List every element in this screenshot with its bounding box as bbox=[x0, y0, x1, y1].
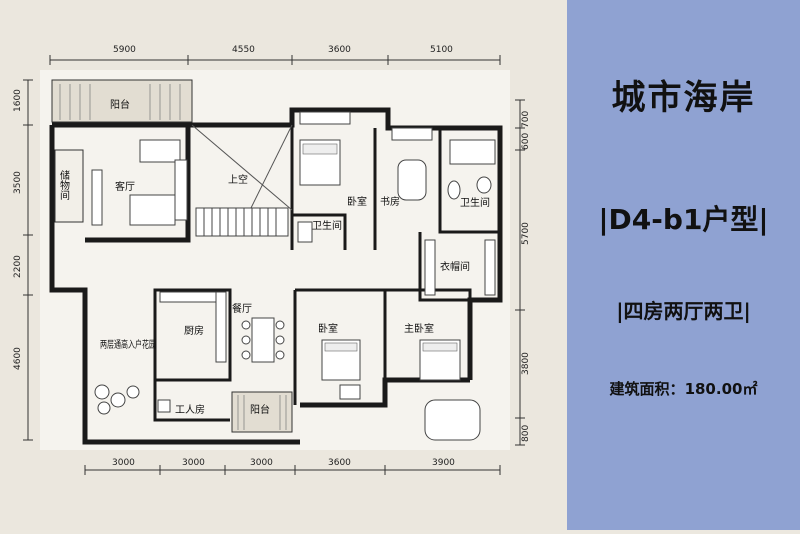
maid-room: 工人房 bbox=[157, 399, 205, 416]
wardrobe-room: 衣帽间 bbox=[424, 239, 496, 296]
bedroom-top: 卧室 bbox=[299, 111, 367, 208]
bath-top: 卫生间 bbox=[297, 219, 342, 243]
floor-plan: 5900 4550 3600 5100 3000 3000 3000 3600 … bbox=[13, 45, 531, 475]
dim-top-1: 5900 bbox=[113, 45, 136, 55]
dim-bottom-5: 3900 bbox=[432, 458, 455, 468]
storage-room: 储物间 bbox=[54, 149, 84, 223]
dimension-right: 700 600 5700 3800 800 bbox=[515, 99, 531, 446]
dim-right-5: 800 bbox=[521, 425, 531, 442]
dim-bottom-3: 3000 bbox=[250, 458, 273, 468]
room-label-dining: 餐厅 bbox=[232, 302, 252, 315]
balcony-bottom: 阳台 bbox=[231, 391, 293, 433]
entry-garden: 两层通高入户花园 bbox=[94, 338, 156, 415]
dim-right-4: 3800 bbox=[521, 352, 531, 375]
area-value: 180.00㎡ bbox=[684, 380, 758, 398]
info-panel: 城市海岸 |D4-b1户型| |四房两厅两卫| 建筑面积：180.00㎡ bbox=[567, 0, 800, 530]
dim-right-3: 5700 bbox=[521, 222, 531, 245]
room-label-bath-top: 卫生间 bbox=[312, 219, 342, 232]
unit-type: |D4-b1户型| bbox=[598, 203, 769, 236]
dim-top-4: 5100 bbox=[430, 45, 453, 55]
floor-area: 建筑面积：180.00㎡ bbox=[567, 378, 800, 399]
area-label: 建筑面积： bbox=[609, 380, 685, 398]
room-label-bedroom-top: 卧室 bbox=[347, 195, 367, 208]
dimension-left: 1600 3500 2200 4600 bbox=[13, 79, 33, 441]
room-label-void: 上空 bbox=[228, 173, 248, 186]
room-label-balcony-bottom: 阳台 bbox=[250, 403, 270, 416]
room-label-maid: 工人房 bbox=[175, 403, 205, 416]
room-label-kitchen: 厨房 bbox=[184, 324, 204, 337]
room-label-bath-right: 卫生间 bbox=[460, 196, 490, 209]
room-label-living: 客厅 bbox=[115, 180, 135, 193]
dim-left-4: 4600 bbox=[13, 347, 23, 370]
dining: 餐厅 bbox=[232, 302, 285, 363]
dim-top-3: 3600 bbox=[328, 45, 351, 55]
living-room: 客厅 bbox=[91, 139, 188, 226]
void-area: 上空 bbox=[191, 124, 293, 237]
dimension-bottom: 3000 3000 3000 3600 3900 bbox=[84, 458, 501, 475]
dim-right-2: 600 bbox=[521, 133, 531, 150]
room-label-balcony-top: 阳台 bbox=[110, 98, 130, 111]
floor-plan-drawing: 5900 4550 3600 5100 3000 3000 3000 3600 … bbox=[13, 45, 531, 475]
dim-left-1: 1600 bbox=[13, 89, 23, 112]
dim-top-2: 4550 bbox=[232, 45, 255, 55]
master-bedroom: 主卧室 bbox=[404, 322, 481, 441]
project-name: 城市海岸 bbox=[611, 78, 756, 118]
room-label-study: 书房 bbox=[380, 195, 400, 208]
bedroom-mid: 卧室 bbox=[318, 322, 361, 400]
bath-right: 卫生间 bbox=[447, 139, 496, 209]
kitchen: 厨房 bbox=[159, 291, 227, 363]
study: 书房 bbox=[380, 127, 433, 208]
room-label-master-bedroom: 主卧室 bbox=[404, 322, 434, 335]
dim-bottom-2: 3000 bbox=[182, 458, 205, 468]
interior-walls bbox=[153, 125, 500, 422]
room-label-garden: 两层通高入户花园 bbox=[100, 338, 156, 351]
dim-left-3: 2200 bbox=[13, 255, 23, 278]
layout-summary: |四房两厅两卫| bbox=[616, 299, 751, 323]
dim-bottom-4: 3600 bbox=[328, 458, 351, 468]
room-label-bedroom-mid: 卧室 bbox=[318, 322, 338, 335]
balcony-top: 阳台 bbox=[51, 79, 193, 123]
room-label-storage-1: 储物间 bbox=[58, 169, 70, 201]
dim-right-1: 700 bbox=[521, 111, 531, 128]
dim-bottom-1: 3000 bbox=[112, 458, 135, 468]
room-label-wardrobe: 衣帽间 bbox=[440, 260, 470, 273]
dim-left-2: 3500 bbox=[13, 171, 23, 194]
dimension-top: 5900 4550 3600 5100 bbox=[49, 45, 501, 65]
